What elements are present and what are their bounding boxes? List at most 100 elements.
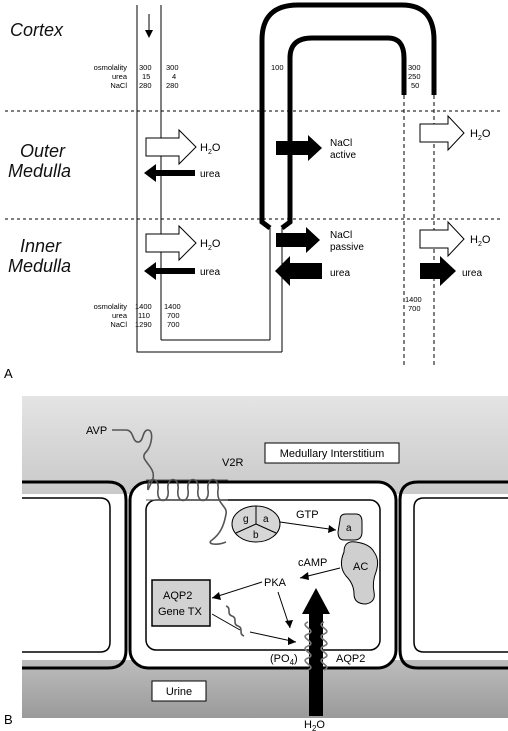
pka-label: PKA: [264, 577, 287, 589]
left-neighbor-inner: [22, 497, 111, 653]
h2o-open-arrow-collecting-inner: [419, 220, 465, 258]
collecting-nacl-value: 50: [411, 81, 419, 90]
panel-a-label: A: [4, 366, 13, 381]
aqp2-channel-left: [304, 621, 312, 671]
h2o-open-arrow-collecting-outer: [419, 114, 465, 152]
h2o-urine-label: H2O: [304, 719, 325, 731]
interstitium-osmolality-value: 300: [166, 63, 179, 72]
nacl-active-arrow: [276, 135, 322, 161]
nacl-passive-label-1: NaCl: [330, 230, 352, 241]
nacl-passive-label-2: passive: [330, 242, 364, 253]
avp-label: AVP: [86, 425, 107, 437]
aqp2-gene-label-2: Gene TX: [158, 606, 202, 618]
thick-ascending-outer: [259, 2, 437, 230]
interstitium-urea-bottom: 700: [167, 311, 180, 320]
aqp2-gene-box: [151, 579, 211, 627]
interstitium-label-box: [264, 442, 400, 464]
urine-label: Urine: [166, 686, 192, 698]
thick-ascending-inner: [280, 35, 407, 230]
row-label-osmolality-bottom: osmolality: [94, 302, 128, 311]
loop-bottom-outer: [136, 340, 282, 353]
urea-label-outer: urea: [200, 169, 220, 180]
mrna-to-aqp2-arrow-head: [288, 637, 296, 645]
mrna-squiggle: [225, 605, 245, 637]
urea-arrow-collecting: [420, 256, 456, 286]
urea-arrow-inner: [144, 262, 195, 280]
gene-to-mrna-arrow: [211, 613, 241, 631]
zone-inner: Inner: [20, 236, 62, 256]
desc-urea-bottom: 110: [138, 311, 150, 320]
panel-a: Cortex Outer Medulla Inner Medulla osmol…: [4, 2, 500, 381]
aqp2-label: AQP2: [336, 653, 365, 665]
interstitium-urea-value: 4: [172, 72, 176, 81]
row-label-nacl: NaCl: [110, 81, 127, 90]
zone-inner-medulla: Medulla: [8, 256, 71, 276]
alpha-subunit-label: a: [263, 514, 269, 525]
panel-b: AVP V2R Medullary Interstitium g a b GTP…: [4, 396, 508, 731]
collecting-urea-value: 250: [408, 72, 421, 81]
urea-arrow-ascending: [275, 256, 322, 286]
alpha-subunit: [337, 513, 363, 541]
v2r-membrane-lines: [146, 479, 228, 501]
zone-outer-medulla: Medulla: [8, 161, 71, 181]
nacl-passive-arrow: [276, 227, 320, 253]
v2r-label: V2R: [222, 457, 243, 469]
aqp2-gene-label-1: AQP2: [163, 590, 192, 602]
urea-label-inner: urea: [200, 267, 220, 278]
row-label-nacl-bottom: NaCl: [110, 320, 127, 329]
bottom-values: osmolality urea NaCl 1400 110 1290 1400 …: [94, 295, 422, 329]
desc-osmolality-bottom: 1400: [135, 302, 152, 311]
flow-arrow-head: [145, 30, 153, 38]
h2o-label-outer: H2O: [200, 142, 221, 156]
urine-label-box: [151, 680, 207, 702]
alpha-label: a: [346, 523, 352, 534]
pka-to-gene-arrow-head: [212, 592, 221, 600]
row-label-urea-bottom: urea: [112, 311, 128, 320]
v2r-receptor: [147, 478, 227, 545]
right-neighbor-cell: [398, 480, 508, 670]
interstitium-nacl-bottom: 700: [167, 320, 180, 329]
beta-subunit-label: b: [253, 530, 259, 541]
nacl-active-label-1: NaCl: [330, 138, 352, 149]
top-values: osmolality urea NaCl 300 15 280 300 4 28…: [94, 63, 421, 90]
desc-osmolality-value: 300: [139, 63, 152, 72]
h2o-label-collecting-outer: H2O: [470, 128, 491, 142]
ascending-value: 100: [271, 63, 284, 72]
h2o-label-inner: H2O: [200, 238, 221, 252]
h2o-label-collecting-inner: H2O: [470, 234, 491, 248]
ac-label: AC: [353, 561, 368, 573]
row-label-urea: urea: [112, 72, 128, 81]
avp-ligand: [112, 429, 155, 491]
desc-nacl-bottom: 1290: [135, 320, 152, 329]
h2o-open-arrow-outer: [145, 128, 197, 166]
panel-b-label: B: [4, 712, 13, 727]
collecting-urea-bottom: 700: [408, 304, 421, 313]
gtp-arrow: [279, 521, 337, 531]
right-neighbor-inner: [413, 497, 508, 653]
interstitium-osmolality-bottom: 1400: [164, 302, 181, 311]
gtp-arrow-head: [328, 525, 336, 533]
urine-band: [22, 660, 508, 718]
desc-urea-value: 15: [142, 72, 150, 81]
phosphate-label: (PO4): [270, 653, 298, 667]
interstitium-nacl-value: 280: [166, 81, 179, 90]
urea-label-collecting: urea: [462, 268, 482, 279]
zone-cortex: Cortex: [10, 20, 64, 40]
zone-outer: Outer: [20, 141, 66, 161]
pka-to-gene-arrow: [211, 581, 263, 599]
h2o-open-arrow-inner: [145, 224, 197, 262]
collecting-osmolality-value: 300: [408, 63, 421, 72]
camp-label: cAMP: [298, 557, 327, 569]
gtp-label: GTP: [296, 509, 319, 521]
aqp2-channel-right: [320, 621, 328, 671]
interstitium-label: Medullary Interstitium: [280, 448, 385, 460]
water-flux-arrow: [302, 588, 330, 716]
g-subunit-label: g: [243, 514, 249, 525]
principal-cell-inner: [145, 499, 381, 651]
urea-arrow-outer: [144, 164, 195, 182]
urea-label-ascending: urea: [330, 268, 350, 279]
row-label-osmolality: osmolality: [94, 63, 128, 72]
desc-nacl-value: 280: [139, 81, 152, 90]
adenylyl-cyclase: [340, 541, 379, 605]
